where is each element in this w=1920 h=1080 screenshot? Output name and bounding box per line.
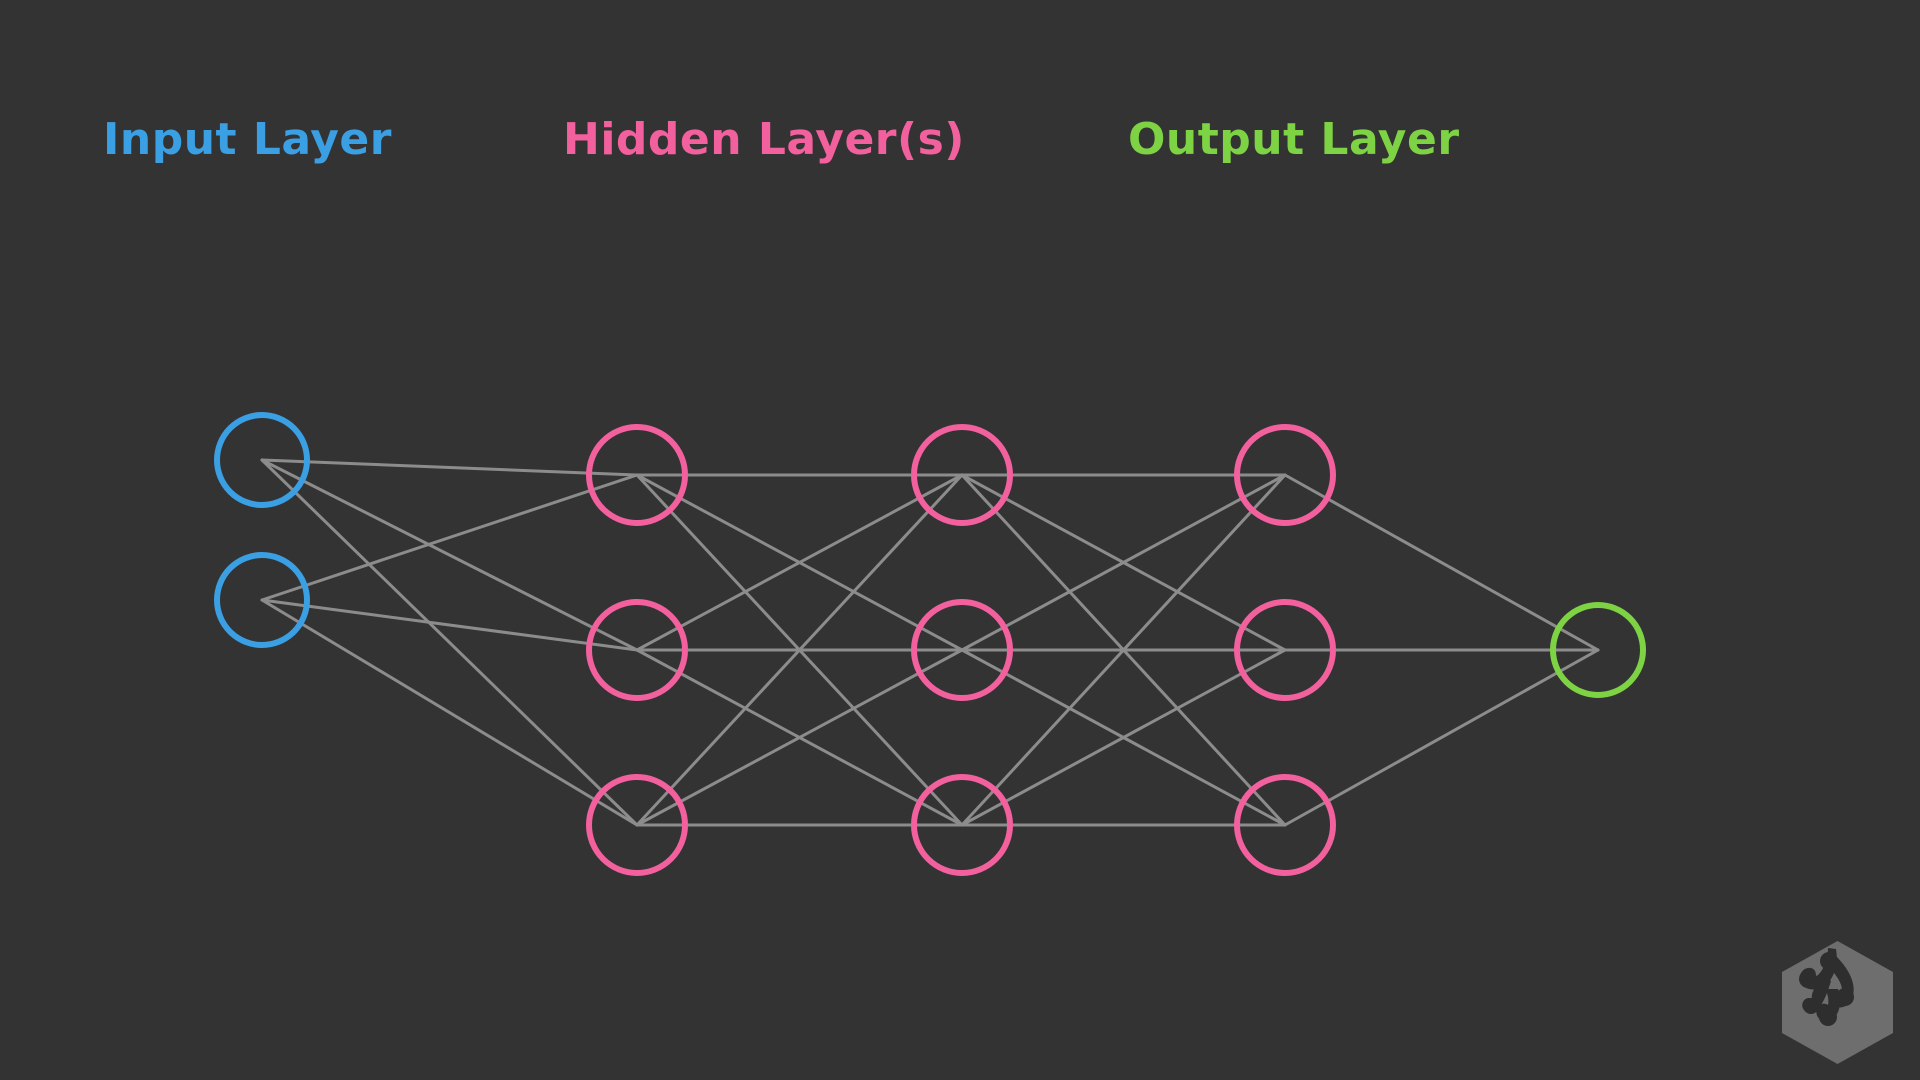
edges-group (260, 458, 1600, 827)
node-hidden2-1[interactable] (911, 424, 1013, 526)
node-input-2[interactable] (214, 552, 310, 648)
edge-input-1-to-hidden1-2 (260, 598, 639, 827)
edge-hidden2-1-to-hidden3-0 (960, 473, 1287, 652)
node-hidden1-3[interactable] (586, 774, 688, 876)
nodes-group (214, 412, 1646, 876)
layer-label-hidden: Hidden Layer(s) (563, 114, 965, 165)
node-hidden1-2[interactable] (586, 599, 688, 701)
edge-hidden2-2-to-hidden3-1 (960, 648, 1287, 827)
edge-hidden3-0-to-output-0 (1283, 473, 1600, 652)
layer-label-input: Input Layer (103, 114, 392, 165)
node-hidden3-2[interactable] (1234, 599, 1336, 701)
layer-label-output: Output Layer (1128, 114, 1460, 165)
edge-hidden1-1-to-hidden2-0 (635, 473, 964, 652)
node-hidden2-3[interactable] (911, 774, 1013, 876)
edge-input-0-to-hidden1-0 (260, 458, 639, 477)
node-hidden3-1[interactable] (1234, 424, 1336, 526)
edge-hidden2-2-to-hidden3-0 (960, 473, 1287, 827)
hexagon-logo-watermark (1782, 941, 1893, 1064)
node-input-1[interactable] (214, 412, 310, 508)
edge-hidden3-2-to-output-0 (1283, 648, 1600, 827)
edge-hidden1-2-to-hidden2-0 (635, 473, 964, 827)
node-hidden2-2[interactable] (911, 599, 1013, 701)
node-hidden1-1[interactable] (586, 424, 688, 526)
branching-mark-icon (1799, 948, 1854, 1026)
edge-hidden1-2-to-hidden2-1 (635, 648, 964, 827)
node-hidden3-3[interactable] (1234, 774, 1336, 876)
edge-input-1-to-hidden1-1 (260, 598, 639, 652)
edge-input-0-to-hidden1-2 (260, 458, 639, 827)
edge-input-1-to-hidden1-0 (260, 473, 639, 602)
node-output-1[interactable] (1550, 602, 1646, 698)
edge-input-0-to-hidden1-1 (260, 458, 639, 652)
